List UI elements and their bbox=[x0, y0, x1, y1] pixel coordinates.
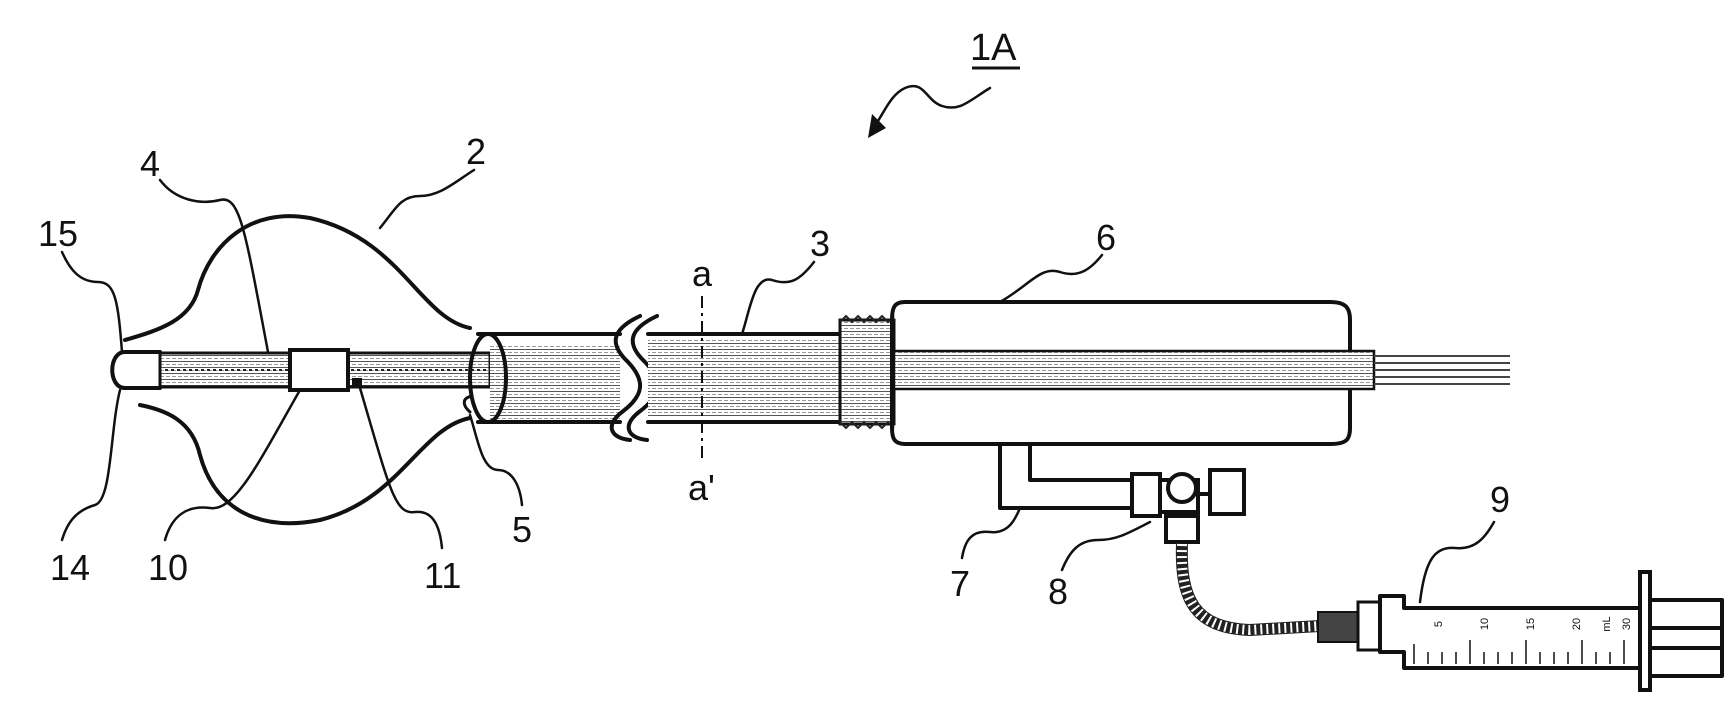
label-6: 6 bbox=[1096, 217, 1116, 258]
outer-shaft-distal bbox=[648, 338, 858, 418]
figure-pointer-arrowhead bbox=[868, 114, 886, 138]
label-a-prime: a' bbox=[688, 467, 715, 508]
label-5: 5 bbox=[512, 509, 532, 550]
leader-11 bbox=[358, 386, 444, 550]
label-4: 4 bbox=[140, 143, 160, 184]
figure-pointer-arrow bbox=[870, 84, 992, 132]
stopcock-valve bbox=[1166, 472, 1198, 504]
figure-title: 1A bbox=[970, 27, 1017, 69]
label-15: 15 bbox=[38, 213, 78, 254]
syringe-luer bbox=[1317, 611, 1359, 643]
leader-14 bbox=[60, 388, 122, 542]
thread-teeth bbox=[839, 314, 895, 430]
inflation-tube bbox=[998, 442, 1134, 510]
label-8: 8 bbox=[1048, 571, 1068, 612]
label-9: 9 bbox=[1490, 479, 1510, 520]
syringe-scale-20: 20 bbox=[1571, 618, 1583, 630]
syringe-scale-5: 5 bbox=[1433, 621, 1445, 627]
syringe-scale-15: 15 bbox=[1525, 618, 1537, 630]
hub-body bbox=[890, 300, 1352, 446]
leader-6 bbox=[998, 253, 1104, 304]
extension-tube-ribs bbox=[1176, 543, 1321, 636]
lead-wires bbox=[1374, 355, 1510, 385]
label-3: 3 bbox=[810, 223, 830, 264]
syringe-plunger bbox=[1648, 598, 1724, 678]
syringe-scale-30: 30 bbox=[1621, 618, 1633, 630]
leader-3 bbox=[740, 260, 816, 336]
hub-lumen bbox=[892, 349, 1376, 391]
label-7: 7 bbox=[950, 563, 970, 604]
label-11: 11 bbox=[424, 555, 461, 596]
label-10: 10 bbox=[148, 547, 188, 588]
leader-7 bbox=[960, 506, 1022, 560]
label-14: 14 bbox=[50, 547, 90, 588]
leader-5 bbox=[468, 413, 524, 507]
syringe-nozzle bbox=[1356, 600, 1382, 652]
outer-shaft-distal-edges bbox=[646, 332, 860, 424]
leader-15 bbox=[60, 250, 124, 354]
syringe-scale-10: 10 bbox=[1479, 618, 1491, 630]
catheter-tip bbox=[110, 350, 162, 390]
marker-band bbox=[288, 348, 350, 392]
pressure-sensor bbox=[352, 378, 362, 386]
opening-lip bbox=[462, 394, 474, 414]
label-a: a bbox=[692, 253, 713, 294]
stopcock-port-right bbox=[1208, 468, 1246, 516]
balloon bbox=[123, 214, 472, 526]
stopcock-port-bottom bbox=[1164, 514, 1200, 544]
break-mark-left bbox=[609, 314, 643, 442]
outer-shaft-opening bbox=[468, 332, 508, 424]
syringe-graduations bbox=[1413, 640, 1625, 664]
label-2: 2 bbox=[466, 131, 486, 172]
leader-10 bbox=[163, 388, 302, 542]
leader-8 bbox=[1060, 520, 1152, 572]
connector-thread bbox=[838, 318, 896, 426]
syringe-flange bbox=[1638, 570, 1652, 692]
stopcock-port-left bbox=[1130, 472, 1162, 518]
outer-shaft-proximal bbox=[490, 344, 620, 422]
leader-2 bbox=[378, 168, 476, 230]
leader-9 bbox=[1418, 520, 1496, 604]
outer-shaft-edges bbox=[476, 332, 622, 424]
leader-4 bbox=[158, 178, 270, 354]
syringe-scale-ml: mL bbox=[1601, 616, 1613, 631]
